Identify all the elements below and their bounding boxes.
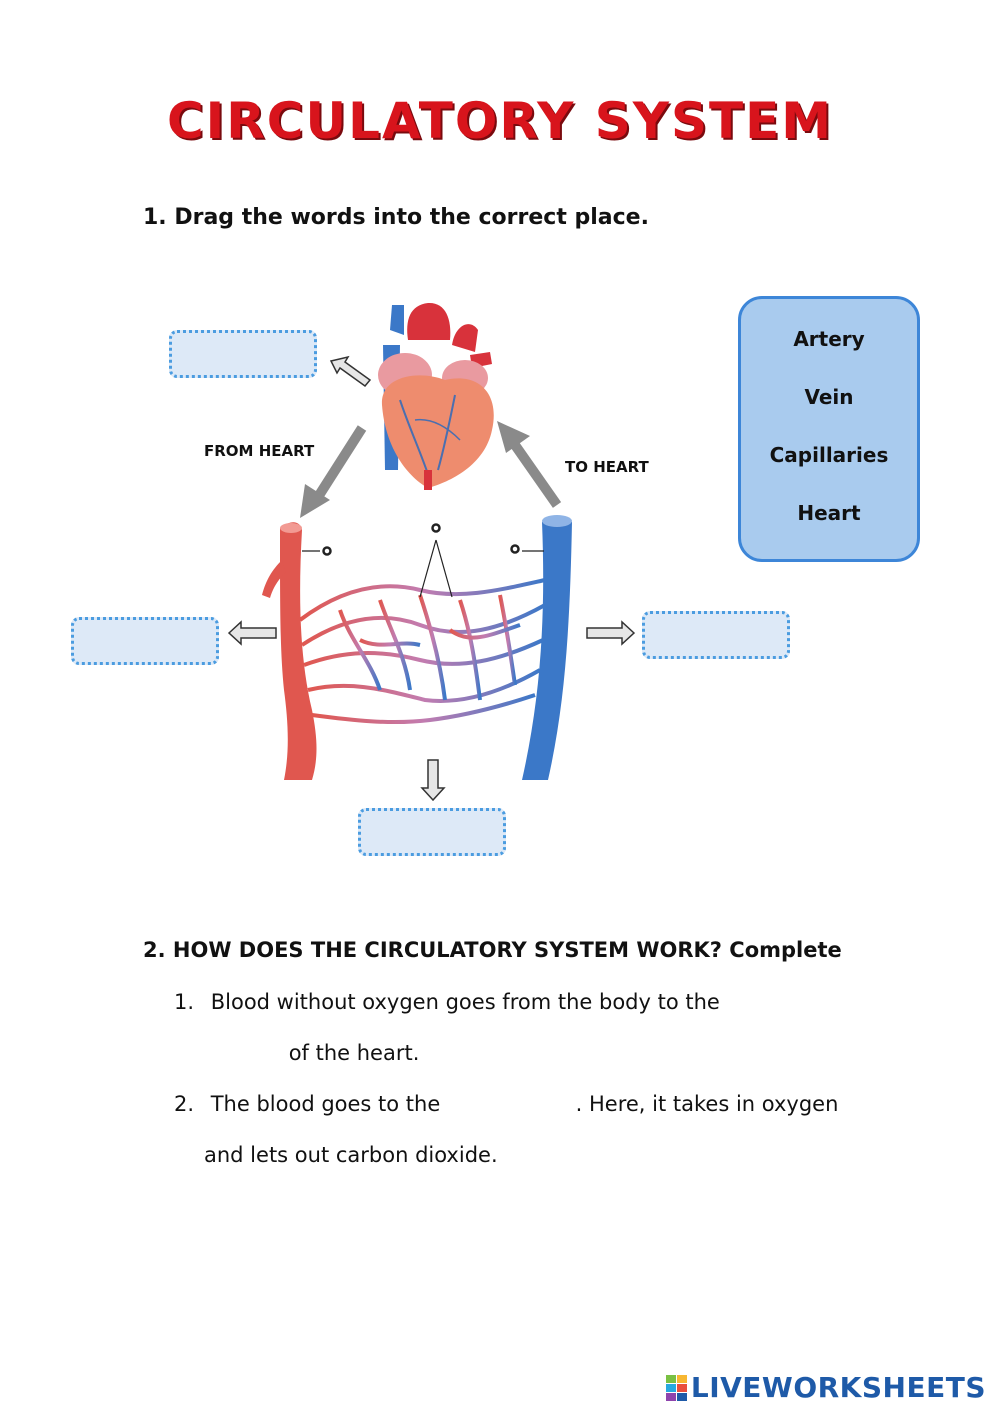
from-heart-arrow [300,425,367,518]
capillary-network [298,578,546,725]
page-title: CIRCULATORY SYSTEM [166,92,833,150]
question-2-heading: 2. HOW DOES THE CIRCULATORY SYSTEM WORK?… [143,938,842,962]
question-1-number: 1. [143,205,167,230]
q2-item-1-line-a: 1. Blood without oxygen goes from the bo… [174,990,720,1014]
liveworksheets-logo: LIVEWORKSHEETS [665,1371,986,1404]
q2-item-2-line-c: and lets out carbon dioxide. [204,1143,498,1167]
arrow-to-capillaries-box [420,759,446,802]
heart-illustration [378,302,494,490]
drop-box-artery[interactable] [71,617,219,665]
to-heart-label: TO HEART [565,458,649,476]
q2-item-2-text-b: . Here, it takes in oxygen [575,1092,839,1116]
arrow-to-vein-box [586,620,636,646]
drop-box-vein[interactable] [642,611,790,659]
liveworksheets-logo-text: LIVEWORKSHEETS [690,1371,986,1404]
question-2-text: HOW DOES THE CIRCULATORY SYSTEM WORK? Co… [172,938,842,962]
vein-illustration [522,515,572,780]
q2-item-1-text-a: Blood without oxygen goes from the body … [210,990,720,1014]
q2-item-2-blank[interactable] [446,1092,569,1118]
artery-illustration [262,522,317,780]
liveworksheets-logo-icon [665,1374,687,1401]
q2-item-1-line-b: of the heart. [160,1041,419,1067]
word-heart[interactable]: Heart [797,501,861,525]
to-heart-arrow [497,421,562,508]
from-heart-label: FROM HEART [204,442,315,460]
drop-box-heart[interactable] [169,330,317,378]
question-2-number: 2. [143,938,166,962]
word-capillaries[interactable]: Capillaries [769,443,889,467]
drop-box-capillaries[interactable] [358,808,506,856]
arrow-to-artery-box [227,620,277,646]
q2-item-2-line-a: 2. The blood goes to the . Here, it take… [174,1092,838,1118]
word-vein[interactable]: Vein [804,385,854,409]
q2-item-1-text-b: of the heart. [288,1041,420,1065]
word-artery[interactable]: Artery [793,327,865,351]
label-pointers [302,523,544,598]
q2-item-1-number: 1. [174,990,195,1014]
q2-item-2-number: 2. [174,1092,195,1116]
word-bank: Artery Vein Capillaries Heart [738,296,920,562]
question-1-instruction: 1. Drag the words into the correct place… [143,205,649,230]
question-1-text: Drag the words into the correct place. [174,205,649,230]
arrow-to-heart-box [329,355,372,388]
q2-item-1-blank[interactable] [160,1041,282,1067]
q2-item-2-text-a: The blood goes to the [210,1092,441,1116]
